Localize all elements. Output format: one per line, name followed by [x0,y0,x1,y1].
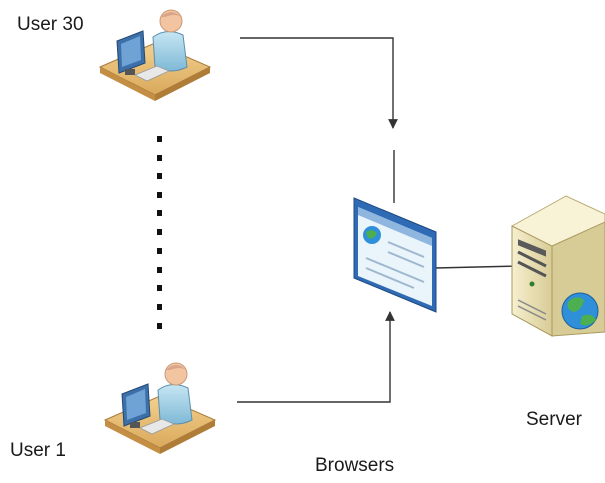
ellipsis-dots [157,136,162,329]
connector-user1-to-browser [237,311,395,403]
connector-browser-to-server [434,265,521,269]
browsers-label: Browsers [315,455,395,476]
server-label: Server [526,409,582,430]
connector-user30-to-browser [240,37,398,129]
user-1-label: User 1 [10,440,66,461]
user-at-desk-icon [98,9,212,101]
user-30-label: User 30 [17,14,84,35]
browser-window-icon [353,197,437,313]
globe-icon [561,292,599,330]
user-at-desk-icon [103,362,217,454]
